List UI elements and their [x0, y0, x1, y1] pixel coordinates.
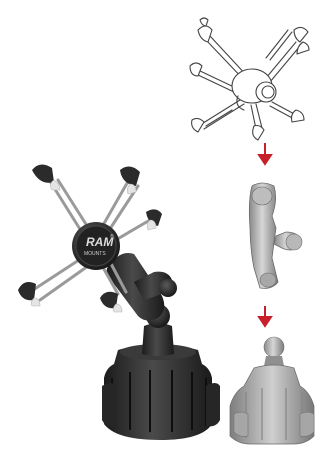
cup-holder-base-icon	[230, 337, 314, 444]
cup-holder-base	[102, 304, 220, 440]
ram-logo-hub: RAM ® MOUNTS	[72, 222, 120, 270]
arrow-down-icon	[259, 306, 271, 326]
logo-mark-text: ®	[110, 233, 114, 240]
double-socket-arm-icon	[249, 183, 302, 288]
arrow-down-icon	[259, 143, 271, 164]
assembled-mount-photo: RAM ® MOUNTS	[18, 164, 220, 440]
x-grip-cradle-outline-icon	[190, 18, 309, 140]
logo-sub-text: MOUNTS	[84, 251, 106, 257]
